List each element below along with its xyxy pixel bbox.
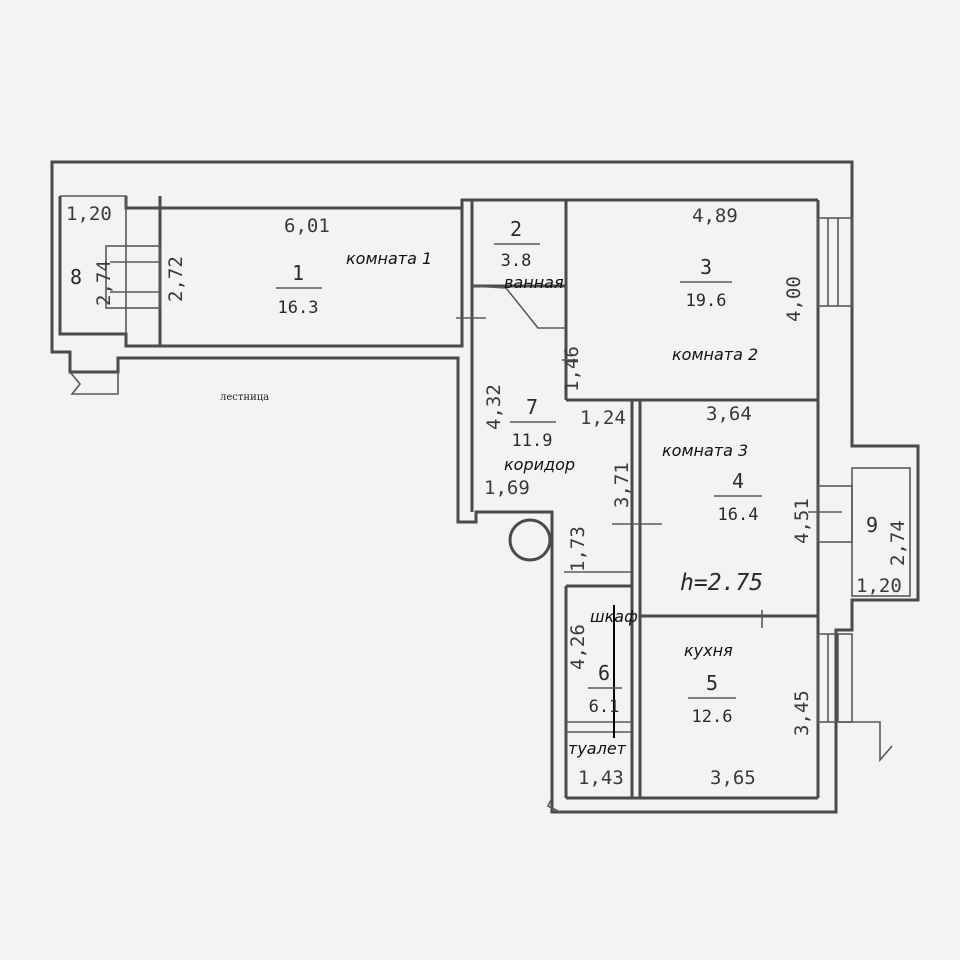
room-area: 16.3 <box>278 298 319 318</box>
room-label: комната 1 <box>346 249 432 268</box>
room-area: 19.6 <box>686 291 727 311</box>
room-number: 6 <box>598 661 610 685</box>
room-area: 3.8 <box>501 251 532 271</box>
room-7: 7 11.9 коридор <box>504 395 575 474</box>
toilet-label: туалет <box>568 739 627 758</box>
dim-r6-width: 1,43 <box>578 767 624 789</box>
room-4: 4 16.4 комната 3 <box>662 441 762 525</box>
partitions <box>69 200 911 813</box>
dim-r5-width: 3,45 <box>791 690 813 736</box>
room-1: 1 16.3 комната 1 <box>276 249 432 318</box>
room-9: 9 <box>866 513 878 537</box>
room-number: 4 <box>732 469 744 493</box>
room-6: 6 6.1 шкаф <box>588 607 638 717</box>
room-5: 5 12.6 кухня <box>684 641 736 727</box>
room-area: 16.4 <box>718 505 759 525</box>
room-number: 3 <box>700 255 712 279</box>
room-number: 5 <box>706 671 718 695</box>
ceiling-height-label: h=2.75 <box>680 570 763 596</box>
dim-r8-width: 1,20 <box>66 203 112 225</box>
dim-r7-bottom: 1,69 <box>484 477 530 499</box>
dim-r9-width: 1,20 <box>856 575 902 597</box>
dim-r7-width: 1,24 <box>580 407 626 429</box>
room-area: 11.9 <box>512 431 553 451</box>
dim-r3-width: 4,00 <box>783 276 805 322</box>
dim-r9-length: 2,74 <box>887 520 909 566</box>
room-number: 9 <box>866 513 878 537</box>
room-number: 2 <box>510 217 522 241</box>
dim-r4-width: 3,71 <box>611 462 633 508</box>
room-area: 12.6 <box>692 707 733 727</box>
dimensions: 1,20 2,74 6,01 2,72 4,89 4,00 1,46 4,32 … <box>66 203 909 789</box>
room-3: 3 19.6 комната 2 <box>672 255 758 364</box>
dim-r7-side: 1,73 <box>567 526 589 572</box>
dim-r5-length: 3,65 <box>710 767 756 789</box>
room-2: 2 3.8 ванная <box>494 217 564 292</box>
room-8: 8 <box>70 265 82 289</box>
dim-r6-length: 4,26 <box>567 624 589 670</box>
room-label: ванная <box>504 273 564 292</box>
room-label: комната 3 <box>662 441 748 460</box>
dim-r7-length: 4,32 <box>483 384 505 430</box>
dim-r3-doorside: 1,46 <box>561 346 583 392</box>
dim-r4-length: 3,64 <box>706 403 752 425</box>
dim-r3-length: 4,89 <box>692 205 738 227</box>
room-label: комната 2 <box>672 345 758 364</box>
room-label: кухня <box>684 641 733 660</box>
stairs-label: лестница <box>220 392 269 403</box>
room-label: коридор <box>504 455 575 474</box>
room-number: 7 <box>526 395 538 419</box>
dim-r4-side: 4,51 <box>791 498 813 544</box>
dim-r8-length: 2,74 <box>93 260 115 306</box>
room-number: 8 <box>70 265 82 289</box>
room-number: 1 <box>292 261 304 285</box>
room-area: 6.1 <box>589 697 620 717</box>
dim-r1-length: 6,01 <box>284 215 330 237</box>
room-label: шкаф <box>590 607 638 626</box>
dim-r1-width: 2,72 <box>165 256 187 302</box>
